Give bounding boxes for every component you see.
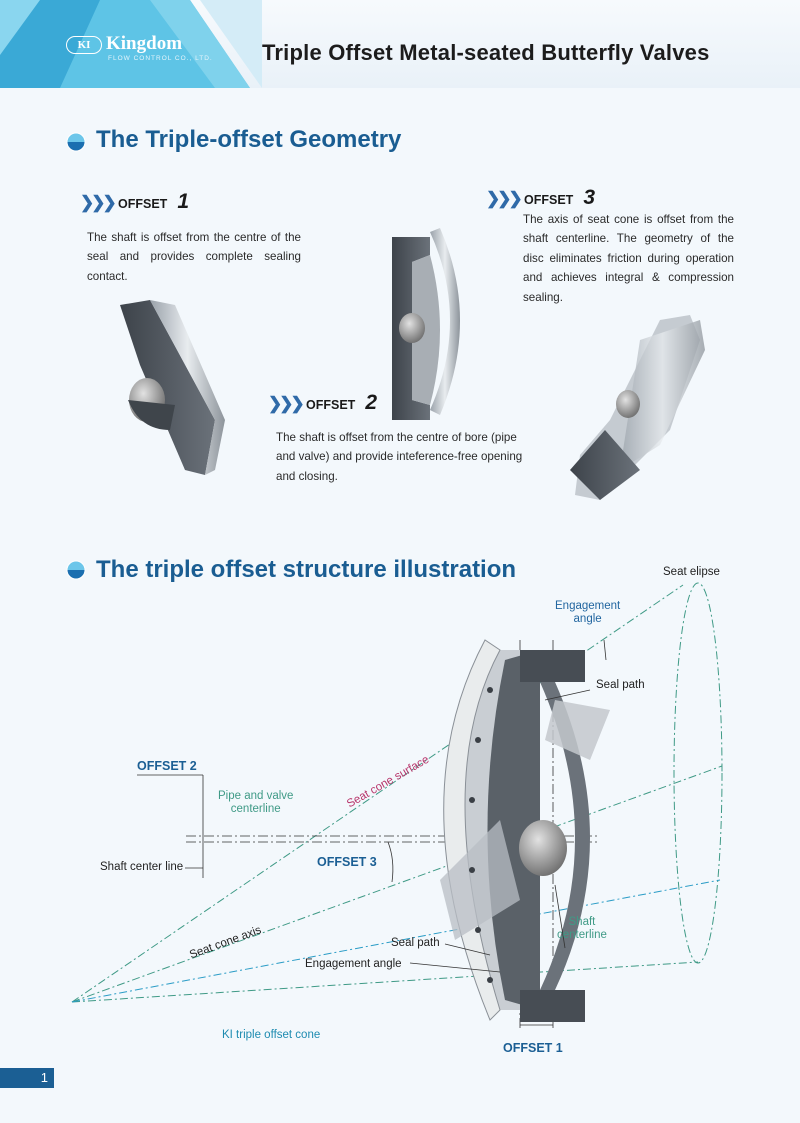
label-ki-triple-offset-cone: KI triple offset cone <box>222 1029 321 1041</box>
label-engagement-angle-top: Engagement angle <box>555 600 621 625</box>
page-number-tab: 1 <box>0 1068 54 1088</box>
offset3-heading: ❯❯❯ OFFSET 3 <box>486 186 595 209</box>
logo-name: Kingdom <box>106 33 183 54</box>
label-engagement-angle-bottom: Engagement angle <box>305 958 402 970</box>
label-seat-cone-axis: Seat cone axis <box>188 924 263 962</box>
label-offset-3: OFFSET 3 <box>317 855 377 869</box>
header-banner-graphic <box>0 0 262 88</box>
label-seal-path-top: Seal path <box>596 679 645 691</box>
label-offset-1: OFFSET 1 <box>503 1041 563 1055</box>
offset3-description: The axis of seat cone is offset from the… <box>523 213 734 304</box>
page-header: KI Kingdom FLOW CONTROL CO., LTD. Triple… <box>0 0 800 88</box>
label-seal-path-bottom: Seal path <box>391 937 440 949</box>
offset2-heading: ❯❯❯ OFFSET 2 <box>268 391 377 414</box>
chevrons-icon: ❯❯❯ <box>80 193 117 212</box>
valve-section-image-1 <box>120 300 225 475</box>
valve-section-image-3 <box>570 315 705 500</box>
section-bullet-icon <box>66 132 86 152</box>
valve-section-image-2 <box>392 228 460 420</box>
offset1-description: The shaft is offset from the centre of t… <box>87 231 301 283</box>
label-offset-2: OFFSET 2 <box>137 759 197 773</box>
section-title-structure: The triple offset structure illustration <box>96 556 517 583</box>
logo-subtitle: FLOW CONTROL CO., LTD. <box>108 55 213 62</box>
label-pipe-centerline: Pipe and valve centerline <box>218 790 294 815</box>
label-seat-elipse: Seat elipse <box>663 566 720 578</box>
section-title-geometry: The Triple-offset Geometry <box>96 126 402 153</box>
page-number: 1 <box>40 1070 48 1085</box>
section-bullet-icon <box>66 560 86 580</box>
label-shaft-center-line: Shaft center line <box>100 861 184 873</box>
page-title: Triple Offset Metal-seated Butterfly Val… <box>262 40 710 65</box>
logo-mark: KI <box>66 36 102 54</box>
centerlines <box>137 640 600 1030</box>
offset2-description: The shaft is offset from the centre of b… <box>276 431 523 483</box>
chevrons-icon: ❯❯❯ <box>268 394 305 413</box>
label-seat-cone-surface: Seat cone surface <box>345 753 432 811</box>
label-shaft-centerline: Shaft centerline <box>557 916 607 941</box>
chevrons-icon: ❯❯❯ <box>486 189 523 208</box>
structure-valve-image <box>440 639 610 1022</box>
offset1-heading: ❯❯❯ OFFSET 1 <box>80 190 189 213</box>
